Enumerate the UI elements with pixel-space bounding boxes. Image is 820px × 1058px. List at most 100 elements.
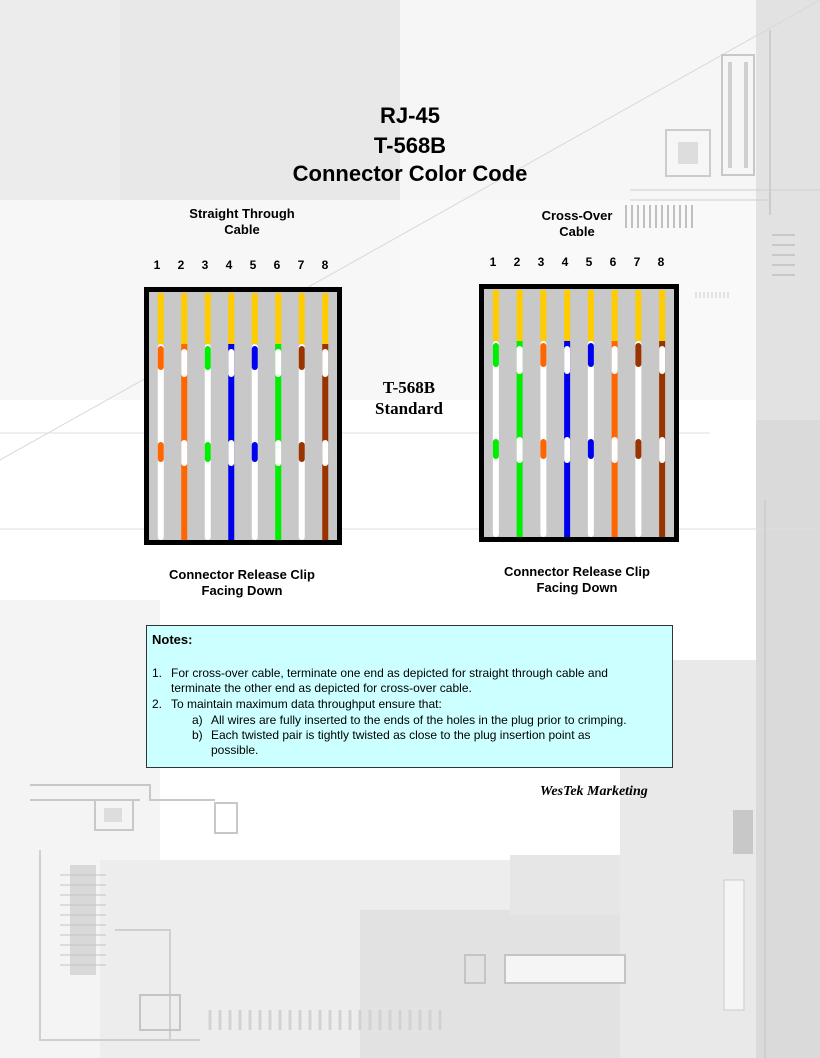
note-1-text-cont: terminate the other end as depicted for … [171,681,472,695]
wire-crimp-contact [157,293,164,344]
pin-number: 3 [201,258,209,272]
caption-line-2: Cable [224,222,260,237]
wire-pin-5: White/Blue [587,290,594,537]
wire-gap [564,437,571,463]
pin-number: 8 [321,258,329,272]
note-2-text: To maintain maximum data throughput ensu… [171,697,442,711]
pin-number: 2 [513,255,521,269]
wire-stripe [540,439,547,459]
pin-number: 6 [609,255,617,269]
wire-pin-3: White/Green [204,293,211,540]
note-2a-text: All wires are fully inserted to the ends… [211,713,627,727]
note-1-number: 1. [152,666,163,680]
wire-crimp-contact [611,290,618,341]
standard-line-1: T-568B [382,378,436,397]
wire-pin-1: White/Orange [157,293,164,540]
wire-pin-4: Blue [228,293,235,540]
wire-pin-4: Blue [564,290,571,537]
wire-crimp-contact [322,293,329,344]
connector-interior [484,289,674,537]
notes-box: Notes: 1. For cross-over cable, terminat… [146,625,673,768]
pin-number: 4 [561,255,569,269]
wire-gap [228,440,235,466]
note-2b-text: Each twisted pair is tightly twisted as … [211,728,591,742]
wire-stripe [157,442,164,462]
wire-pin-2: Orange [181,293,188,540]
wire-crimp-contact [516,290,523,341]
wire-pin-3: White/Orange [540,290,547,537]
wire-gap [516,346,523,374]
wire-gap [181,440,188,466]
caption-line-1: Cross-Over [541,208,613,223]
wire-stripe [540,343,547,367]
wire-crimp-contact [251,293,258,344]
wire-crimp-contact [275,293,282,344]
wire-stripe [298,346,305,370]
caption-line-2: Cable [559,224,595,239]
pin-number: 5 [585,255,593,269]
wire-stripe [204,442,211,462]
wire-stripe [587,439,594,459]
cross-over-footer: Connector Release Clip Facing Down [477,564,677,596]
pin-number: 1 [153,258,161,272]
brand-signature: WesTek Marketing [540,784,648,799]
wire-pin-8: Brown [659,290,666,537]
pin-number: 6 [273,258,281,272]
straight-through-connector: White/Orange Orange White/Green Blue White/B… [144,287,342,545]
cross-over-connector: White/Green Green White/Orange Blue White/Bl… [479,284,679,542]
wire-crimp-contact [204,293,211,344]
note-2-number: 2. [152,697,163,711]
cross-over-caption: Cross-Over Cable [497,208,657,240]
wire-stripe [251,346,258,370]
wire-pin-7: White/Brown [635,290,642,537]
pin-number: 5 [249,258,257,272]
title-line-1: RJ-45 [380,103,440,128]
caption-line-1: Straight Through [189,206,295,221]
note-2a-letter: a) [192,713,203,727]
note-2b-text-cont: possible. [211,743,259,757]
wire-gap [516,437,523,463]
footer-line-2: Facing Down [201,583,283,598]
pin-number: 4 [225,258,233,272]
wire-pin-7: White/Brown [298,293,305,540]
wire-gap [322,349,329,377]
pin-number: 7 [297,258,305,272]
note-1-text: For cross-over cable, terminate one end … [171,666,608,680]
wire-gap [659,437,666,463]
wire-pin-6: Green [275,293,282,540]
wire-gap [659,346,666,374]
wire-gap [564,346,571,374]
wire-crimp-contact [492,290,499,341]
wire-crimp-contact [181,293,188,344]
standard-line-2: Standard [374,399,444,418]
footer-line-1: Connector Release Clip [504,564,650,579]
wire-crimp-contact [298,293,305,344]
footer-line-1: Connector Release Clip [169,567,315,582]
notes-heading: Notes: [152,632,193,647]
pin-number: 7 [633,255,641,269]
wire-crimp-contact [564,290,571,341]
wire-pin-2: Green [516,290,523,537]
wire-gap [228,349,235,377]
title-line-3: Connector Color Code [292,161,528,186]
pin-number: 2 [177,258,185,272]
wire-stripe [157,346,164,370]
wire-crimp-contact [540,290,547,341]
wire-stripe [635,439,642,459]
wire-stripe [587,343,594,367]
wire-crimp-contact [228,293,235,344]
wire-crimp-contact [659,290,666,341]
wire-stripe [251,442,258,462]
note-2b-letter: b) [192,728,203,742]
wire-stripe [492,439,499,459]
connector-interior [149,292,337,540]
wire-stripe [492,343,499,367]
wire-pin-1: White/Green [492,290,499,537]
title-line-2: T-568B [373,133,447,158]
pin-number: 3 [537,255,545,269]
standard-label: T-568B Standard [349,377,469,419]
wire-gap [275,349,282,377]
wire-crimp-contact [587,290,594,341]
wire-stripe [298,442,305,462]
